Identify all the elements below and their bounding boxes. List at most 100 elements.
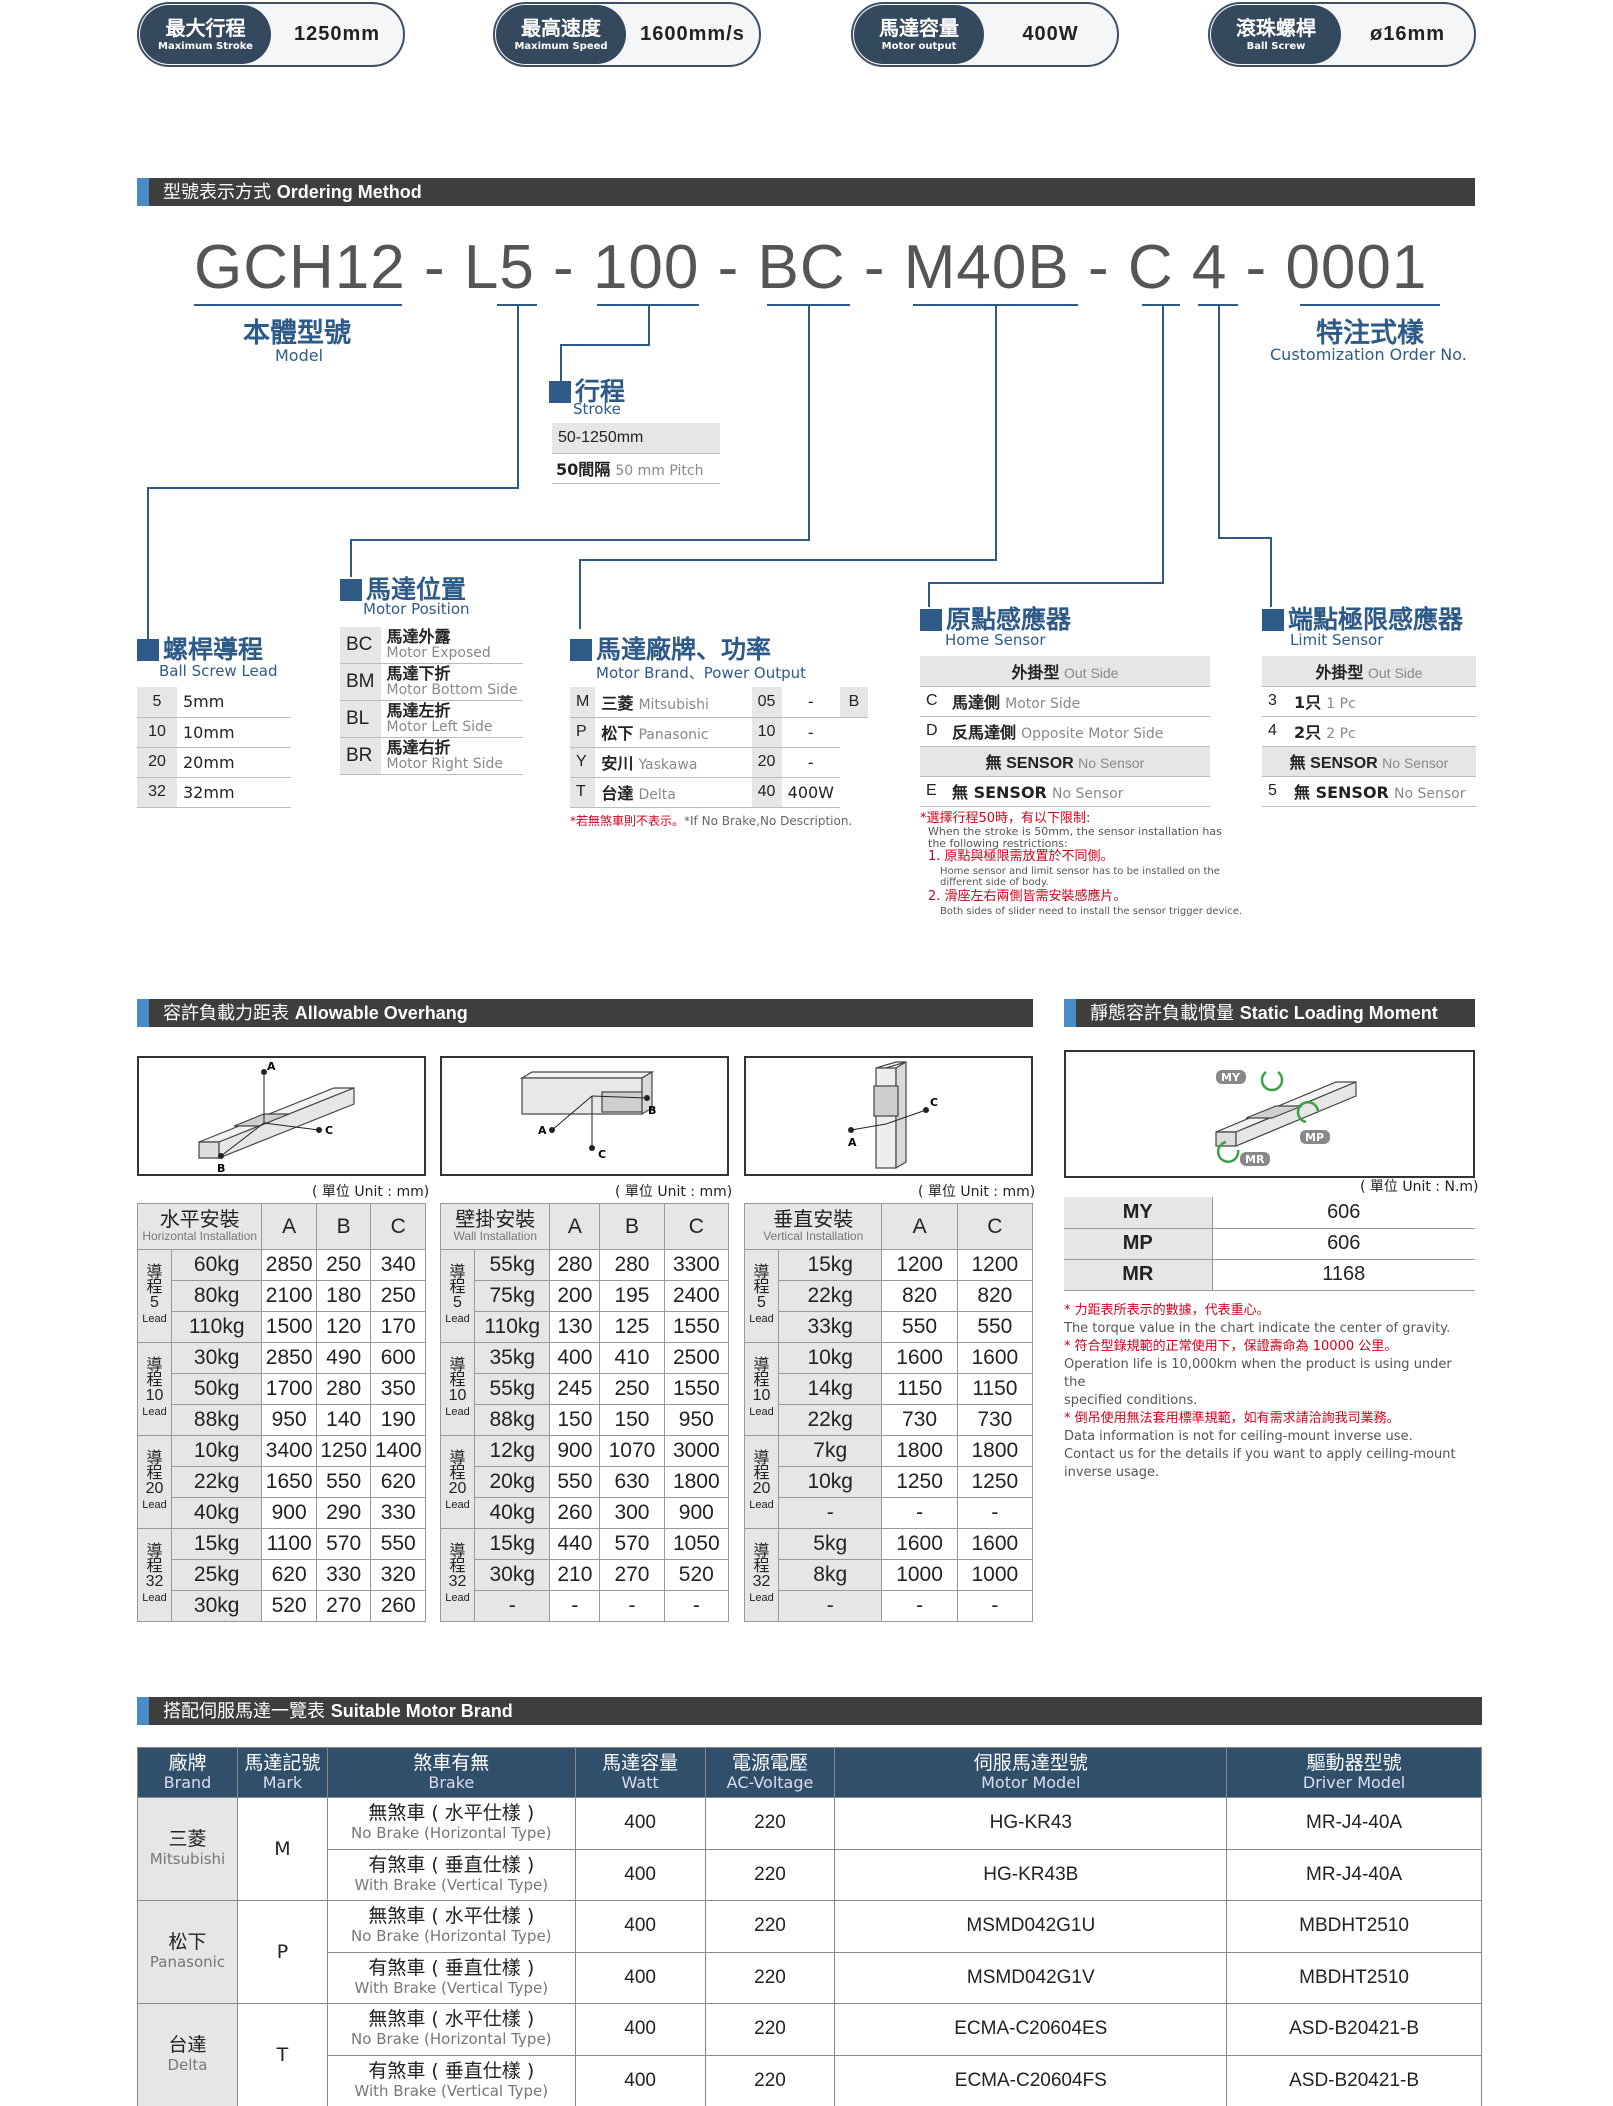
value-cell: 1050: [663, 1528, 730, 1560]
underline-limit: [1198, 304, 1238, 306]
home-note-3: 1. 原點與極限需放置於不同側。: [928, 849, 1114, 864]
motor-header-zh: 馬達記號: [244, 1751, 321, 1774]
motor-header-en: AC-Voltage: [726, 1772, 814, 1792]
weight-cell: 10kg: [777, 1342, 883, 1374]
lead-number: 32: [448, 1573, 467, 1590]
home-sub-en: Out Side: [1063, 664, 1119, 681]
weight-cell: 30kg: [473, 1559, 551, 1591]
lead-en: Lead: [142, 1499, 167, 1511]
value-cell: 620: [370, 1466, 426, 1498]
value-cell: 1650: [261, 1466, 317, 1498]
spec-label: 最大行程: [165, 16, 246, 40]
value-cell: 550: [315, 1466, 372, 1498]
square-icon: [549, 381, 571, 403]
empty-cell: [840, 717, 868, 747]
diagram-label-c: C: [930, 1096, 938, 1109]
moment-note: inverse usage.: [1064, 1465, 1160, 1480]
motor-header-en: Driver Model: [1302, 1772, 1406, 1792]
lead-value: 5mm: [177, 687, 291, 718]
bar-title-zh: 靜態容許負載慣量: [1090, 1003, 1234, 1024]
value-cell: 300: [599, 1497, 665, 1529]
home-note-1: When the stroke is 50mm, the sensor inst…: [928, 825, 1222, 838]
limit-zh: 無 SENSOR: [1294, 783, 1389, 802]
home-heading-en: Home Sensor: [945, 631, 1046, 649]
diagram-label-c: C: [598, 1148, 606, 1161]
home-en: No Sensor: [1078, 755, 1145, 771]
value-cell: 950: [663, 1404, 730, 1436]
wall-rail-drawing: B A C: [519, 1070, 656, 1161]
power-value: 400W: [781, 777, 840, 808]
bar-title-en: Suitable Motor Brand: [330, 1701, 513, 1721]
section-bar-moment: 靜態容許負載慣量 Static Loading Moment: [1064, 999, 1475, 1027]
value-cell: 340: [370, 1249, 426, 1281]
connector: [147, 487, 149, 645]
connector: [579, 559, 581, 629]
lead-zh: 導程: [146, 1450, 163, 1482]
lead-number: 20: [145, 1480, 164, 1497]
stroke-heading-text: 行程: [575, 377, 626, 406]
moment-notes: * 力距表所表示的數據，代表重心。The torque value in the…: [1064, 1302, 1475, 1482]
code-segment: 100: [592, 233, 700, 302]
mark-cell: P: [236, 1900, 328, 2004]
bar-title-en: Static Loading Moment: [1239, 1003, 1438, 1023]
driver-model-cell: ASD-B20421-B: [1226, 2003, 1482, 2056]
square-icon: [570, 639, 592, 661]
code-segment: BC: [757, 233, 846, 302]
limit-heading: 端點極限感應器: [1262, 600, 1463, 636]
brand-cell: 台達 Delta: [595, 777, 752, 808]
lead-zh: 導程: [449, 1264, 466, 1296]
code-segment: L5: [463, 233, 535, 302]
table-row: ---: [745, 1590, 1034, 1622]
brake-cell: 有煞車 ( 垂直仕樣 )With Brake (Vertical Type): [326, 2054, 576, 2106]
code-separator: -: [534, 233, 593, 302]
lead-en: Lead: [749, 1499, 774, 1511]
weight-cell: 88kg: [170, 1404, 263, 1436]
table-row: 有煞車 ( 垂直仕樣 )With Brake (Vertical Type)40…: [138, 1848, 1482, 1901]
limit-zh: 2只: [1294, 723, 1322, 742]
motor-model-cell: ECMA-C20604ES: [834, 2003, 1228, 2056]
voltage-cell: 220: [704, 1900, 836, 1953]
overhang-header-en: Wall Installation: [453, 1229, 538, 1243]
underline-position: [767, 304, 850, 306]
code-separator: -: [1069, 233, 1128, 302]
moment-note: The torque value in the chart indicate t…: [1064, 1321, 1451, 1336]
value-cell: 900: [261, 1497, 317, 1529]
moment-value: 606: [1212, 1228, 1475, 1260]
brand-zh: 松下: [168, 1931, 207, 1953]
weight-cell: 40kg: [170, 1497, 263, 1529]
connector: [928, 582, 1164, 584]
moment-note: specified conditions.: [1064, 1393, 1198, 1408]
value-cell: 950: [261, 1404, 317, 1436]
value-cell: 520: [261, 1590, 317, 1622]
weight-cell: 75kg: [473, 1280, 551, 1312]
motor-model-cell: HG-KR43B: [834, 1848, 1228, 1901]
weight-cell: 15kg: [777, 1249, 883, 1281]
value-cell: 150: [549, 1404, 601, 1436]
spec-label-en: Maximum Stroke: [158, 41, 253, 52]
limit-en: 2 Pc: [1326, 726, 1356, 742]
diagram-label-a: A: [848, 1136, 857, 1149]
value-cell: 180: [315, 1280, 372, 1312]
value-cell: 1600: [956, 1342, 1034, 1374]
weight-cell: 8kg: [777, 1559, 883, 1591]
connector: [350, 539, 810, 541]
value-cell: 900: [549, 1435, 601, 1467]
watt-cell: 400: [574, 1797, 706, 1850]
motor-header-en: Mark: [262, 1772, 303, 1792]
lead-zh: 導程: [146, 1543, 163, 1575]
